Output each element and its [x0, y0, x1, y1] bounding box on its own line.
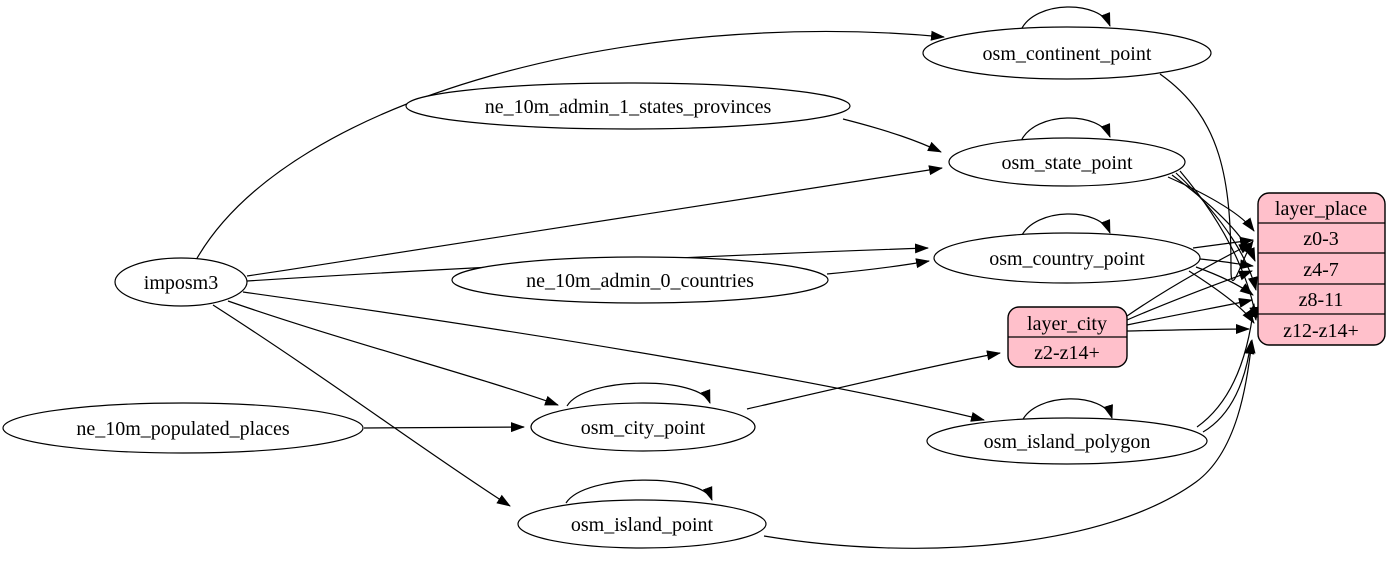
self-loop-osm_island_polygon: [1021, 398, 1113, 422]
node-osm_continent_point: osm_continent_point: [922, 26, 1212, 80]
node-osm_state_point: osm_state_point: [948, 137, 1186, 187]
layer_place-box: [1257, 192, 1386, 346]
layer_place-row-z8-11: z8-11: [1299, 289, 1344, 311]
osm_island_point-label: osm_island_point: [571, 514, 714, 536]
ne_10m_admin_0_countries-ellipse: [451, 256, 829, 304]
edge-osm_island_polygon-layer_place-z8-11: [1196, 303, 1258, 428]
self-loop-osm_continent_point: [1020, 6, 1111, 31]
osm_continent_point-label: osm_continent_point: [983, 43, 1152, 65]
node-osm_island_point: osm_island_point: [517, 499, 767, 549]
edge-imposm3-osm_continent_point: [195, 30, 945, 261]
node-osm_island_polygon: osm_island_polygon: [926, 417, 1208, 465]
osm_continent_point-ellipse: [922, 26, 1212, 80]
osm_city_point-ellipse: [530, 402, 756, 452]
ne_10m_populated_places-label: ne_10m_populated_places: [76, 418, 289, 440]
edge-osm_state_point-layer_place-z4-7: [1171, 174, 1256, 262]
edge-osm_country_point-layer_place-z4-7: [1199, 258, 1254, 270]
self-loop-osm_city_point: [566, 382, 711, 407]
imposm3-label: imposm3: [144, 272, 218, 294]
node-osm_country_point: osm_country_point: [933, 232, 1201, 284]
layer_place-row-z12-z14: z12-z14+: [1283, 320, 1359, 342]
ne_10m_admin_1_states_provinces-label: ne_10m_admin_1_states_provinces: [485, 96, 772, 118]
osm_state_point-ellipse: [948, 137, 1186, 187]
edge-ne_10m_admin_0_countries-osm_country_point: [826, 258, 930, 275]
edge-layer_city-layer_place-z4-7: [1126, 270, 1253, 321]
edge-osm_country_point-layer_place-z0-3: [1192, 236, 1254, 249]
node-layer_place: layer_place z0-3 z4-7 z8-11 z12-z14+: [1257, 192, 1386, 346]
node-osm_city_point: osm_city_point: [530, 402, 756, 452]
ne_10m_admin_0_countries-label: ne_10m_admin_0_countries: [526, 270, 754, 292]
osm_state_point-label: osm_state_point: [1001, 152, 1133, 174]
node-layer_city: layer_city z2-z14+: [1007, 306, 1128, 368]
osm_country_point-label: osm_country_point: [989, 248, 1145, 270]
osm_island_polygon-label: osm_island_polygon: [984, 431, 1151, 453]
edge-osm_state_point-layer_place-z0-3: [1167, 176, 1255, 232]
edge-group: [195, 6, 1260, 549]
edge-layer_city-layer_place-z12-z14: [1126, 324, 1250, 335]
edge-imposm3-osm_island_polygon: [242, 291, 985, 422]
edge-osm_island_point-layer_place-z12-z14: [763, 339, 1256, 549]
edge-ne_10m_populated_places-osm_city_point: [363, 422, 525, 433]
layer_city-row-z2-z14: z2-z14+: [1034, 342, 1100, 364]
edge-osm_state_point-layer_place-z12-z14: [1179, 170, 1260, 321]
edge-osm_state_point-layer_place-z8-11: [1175, 172, 1258, 291]
osm_island_polygon-ellipse: [926, 417, 1208, 465]
edge-osm_city_point-layer_city: [746, 350, 1001, 410]
layer_place-row-z0-3: z0-3: [1303, 228, 1339, 250]
edge-layer_city-layer_place-z0-3: [1126, 242, 1253, 317]
osm_city_point-label: osm_city_point: [581, 417, 706, 439]
edge-ne_10m_admin_1_states_provinces-osm_state_point: [842, 118, 942, 153]
layer_place-title: layer_place: [1275, 198, 1367, 220]
ne_10m_populated_places-ellipse: [2, 402, 364, 454]
edge-imposm3-osm_city_point: [227, 300, 559, 406]
imposm3-ellipse: [114, 257, 248, 307]
edge-osm_country_point-layer_place-z12-z14: [1188, 270, 1255, 324]
node-ne_10m_admin_1_states_provinces: ne_10m_admin_1_states_provinces: [405, 82, 851, 130]
node-imposm3: imposm3: [114, 257, 248, 307]
node-ne_10m_populated_places: ne_10m_populated_places: [2, 402, 364, 454]
node-ne_10m_admin_0_countries: ne_10m_admin_0_countries: [451, 256, 829, 304]
self-loop-osm_state_point: [1020, 117, 1111, 142]
osm_island_point-ellipse: [517, 499, 767, 549]
self-loop-osm_island_point: [565, 479, 713, 504]
self-loop-osm_country_point: [1020, 213, 1111, 238]
edge-imposm3-osm_island_point: [212, 304, 511, 507]
layer_place-row-z4-7: z4-7: [1303, 259, 1339, 281]
edge-layer_city-layer_place-z8-11: [1126, 298, 1253, 326]
osm_country_point-ellipse: [933, 232, 1201, 284]
layer_city-title: layer_city: [1027, 313, 1107, 335]
ne_10m_admin_1_states_provinces-ellipse: [405, 82, 851, 130]
